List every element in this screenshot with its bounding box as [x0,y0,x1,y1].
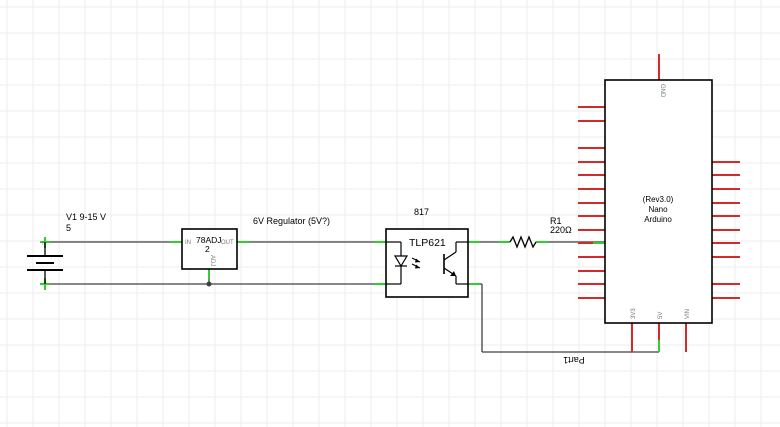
resistor-symbol[interactable] [498,235,548,249]
led-icon [386,241,421,285]
arduino-pin-3v3-label: 3V3 [631,308,637,319]
optocoupler-name-label: TLP621 [409,237,446,249]
regulator-name-label: 78ADJ [196,235,222,245]
phototransistor-icon [443,241,468,285]
regulator-pin-in-label: IN [185,240,191,246]
junction-dot [206,281,212,287]
resistor-value-label: 220Ω [550,225,572,235]
arduino-pin-5v-label: 5V [658,312,664,319]
regulator-value-label: 2 [205,244,210,254]
arduino-pin-gnd-label: GND [659,84,665,98]
arduino-name1-label: Nano [648,205,668,214]
regulator-body [181,228,238,270]
regulator-pin-out-label: OUT [221,240,234,246]
optocoupler-ref-label: 817 [414,207,429,217]
resistor-name-label: R1 [550,216,562,226]
battery-name-label: V1 9-15 V [66,212,106,222]
arduino-body [604,79,713,324]
part-label: Part1 [563,355,585,365]
battery-value-label: 5 [66,223,71,233]
arduino-rev-label: (Rev3.0) [643,195,674,204]
battery-symbol[interactable]: + [27,237,63,290]
optocoupler[interactable]: TLP621 [374,228,480,298]
arduino-nano[interactable]: D0/RXD1/TXD2D3D4D5D6D7D8D9D10D11/MOSID12… [578,54,740,352]
regulator-pin-adj-label: ADJ [209,255,215,266]
voltage-regulator[interactable]: 78ADJ 2 IN OUT ADJ [170,228,249,279]
arduino-name2-label: Arduino [644,215,672,224]
battery-plus-label: + [41,241,45,247]
regulator-net-label: 6V Regulator (5V?) [253,216,330,226]
arduino-pin-vin-label: VIN [685,309,691,319]
